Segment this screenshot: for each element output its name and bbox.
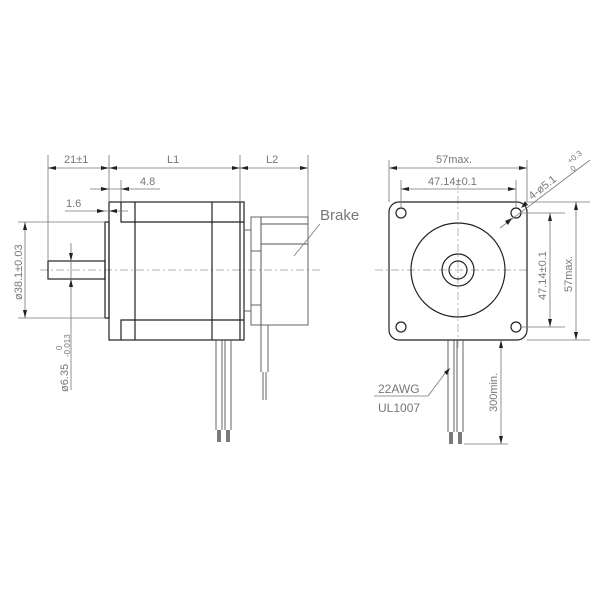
pilot-circle — [410, 222, 506, 318]
front-view: 57max. 47.14±0.1 4-ø5.1 +0.3 0 47.14±0.1… — [374, 148, 591, 445]
dim-flange-offset: 21±1 — [64, 154, 88, 166]
front-flange — [388, 201, 528, 341]
dim-hole-tol-lower: 0 — [569, 163, 578, 173]
dim-hole-spacing-h: 47.14±0.1 — [428, 176, 477, 188]
dim-l2: L2 — [266, 154, 278, 166]
shaft-circle — [448, 260, 468, 280]
label-wire-gauge: 22AWG — [378, 382, 420, 396]
dim-shaft-diameter: ø6.35 — [59, 364, 71, 392]
brake-flange — [250, 216, 262, 326]
dim-hole-spec: 4-ø5.1 — [526, 173, 558, 202]
dim-lead-length: 300min. — [488, 373, 500, 412]
hub-circle — [441, 253, 475, 287]
dim-hole-spacing-v: 47.14±0.1 — [537, 251, 549, 300]
dim-shaft-tol-upper: 0 — [55, 345, 64, 350]
brake-body — [260, 216, 309, 326]
dim-pilot-diameter: ø38.1±0.03 — [13, 244, 25, 300]
label-wire-standard: UL1007 — [378, 401, 420, 415]
dim-l1: L1 — [167, 154, 179, 166]
dim-pilot-depth: 4.8 — [140, 176, 155, 188]
motor-body — [108, 201, 245, 341]
label-brake: Brake — [320, 207, 359, 224]
side-view: 21±1 L1 L2 4.8 1.6 ø38.1±0.03 ø6.35 0 -0… — [13, 154, 359, 442]
dim-pilot-step: 1.6 — [66, 198, 81, 210]
dim-shaft-tol-lower: -0.013 — [63, 334, 72, 357]
dim-height-max: 57max. — [563, 256, 575, 292]
dim-hole-tol-upper: +0.3 — [566, 148, 584, 165]
dim-width-max: 57max. — [436, 154, 472, 166]
